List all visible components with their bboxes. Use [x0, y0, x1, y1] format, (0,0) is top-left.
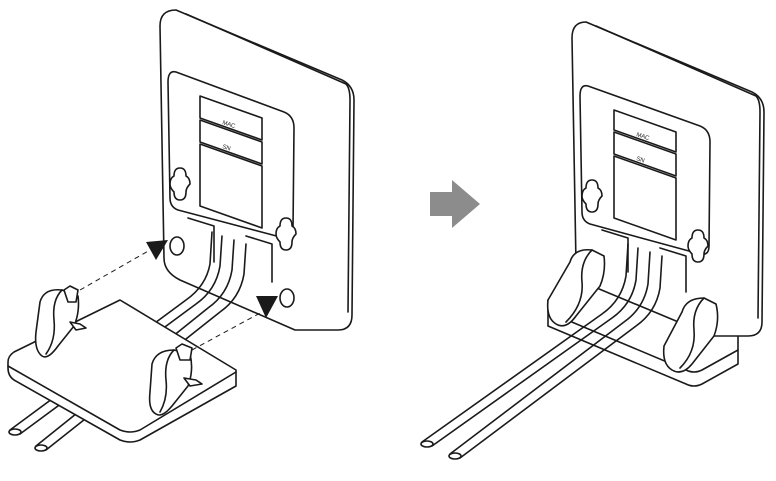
cable-right-mounted [449, 251, 651, 455]
blank-label-mounted [613, 155, 677, 241]
guide-arrow-left [79, 249, 151, 291]
mac-label [199, 95, 263, 141]
cable-left [9, 231, 213, 431]
mac-label-text-mounted: MAC [635, 132, 650, 142]
cable-right [35, 239, 235, 447]
mac-label-mounted [613, 109, 677, 153]
guide-arrow-right [191, 311, 263, 351]
stand-cradle-right-mounted [662, 297, 719, 373]
device-after-attachment: MAC SN [420, 21, 765, 460]
sn-label-text: SN [221, 144, 231, 152]
guide-arrowhead-left [146, 240, 168, 260]
sn-label-mounted [613, 131, 677, 177]
guide-arrowhead-right [256, 296, 278, 318]
slot-right [279, 288, 295, 308]
stand-cradle-left-mounted [546, 248, 606, 327]
right-arrow-icon [430, 180, 480, 228]
stand-cradle-right [148, 349, 193, 416]
mac-label-text: MAC [221, 120, 236, 130]
stand-cradle-left [34, 288, 80, 358]
keyhole-mount-left-mounted [581, 179, 603, 213]
slot-left [169, 236, 185, 256]
blank-label [199, 143, 263, 229]
keyhole-mount-left [169, 167, 191, 201]
keyhole-mount-right-mounted [687, 229, 709, 263]
cable-left-mounted [421, 243, 629, 443]
device-before-attachment: MAC SN [7, 9, 355, 452]
sn-label-text-mounted: SN [635, 156, 645, 164]
sn-label [199, 119, 263, 165]
keyhole-mount-right [275, 217, 297, 251]
